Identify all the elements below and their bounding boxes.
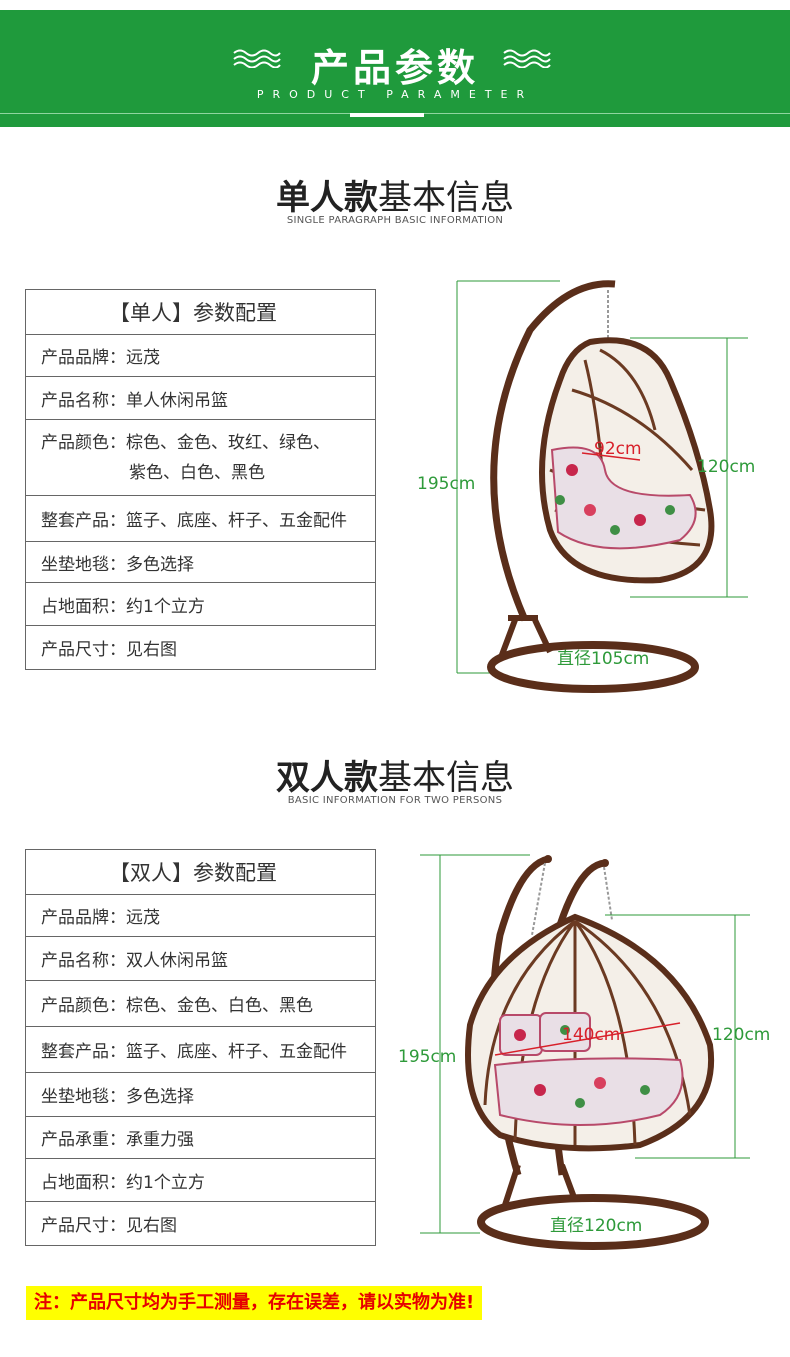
table-row: 产品名称：单人休闲吊篮 (25, 376, 376, 420)
table-header: 【双人】参数配置 (25, 849, 376, 895)
basket-height-label: 120cm (712, 1025, 770, 1045)
table-row: 产品承重：承重力强 (25, 1116, 376, 1159)
table-header: 【单人】参数配置 (25, 289, 376, 335)
header-banner: 产品参数 PRODUCT PARAMETER (0, 10, 790, 127)
double-section-subtitle: BASIC INFORMATION FOR TWO PERSONS (287, 795, 503, 806)
table-row: 产品品牌：远茂 (25, 894, 376, 937)
single-section-subtitle: SINGLE PARAGRAPH BASIC INFORMATION (286, 215, 504, 226)
height-label: 195cm (398, 1047, 456, 1067)
single-section-title: 单人款基本信息 (276, 178, 514, 218)
base-label: 直径105cm (557, 649, 649, 669)
table-row: 产品名称：双人休闲吊篮 (25, 936, 376, 981)
double-params-table: 【双人】参数配置 产品品牌：远茂 产品名称：双人休闲吊篮 产品颜色：棕色、金色、… (25, 849, 376, 1246)
double-section-title: 双人款基本信息 (276, 758, 514, 798)
table-row: 产品颜色：棕色、金色、玫红、绿色、紫色、白色、黑色 (25, 419, 376, 496)
measurement-note: 注：产品尺寸均为手工测量，存在误差，请以实物为准! (26, 1286, 483, 1320)
wave-icon (503, 49, 551, 68)
banner-title: 产品参数 (310, 46, 479, 90)
basket-height-label: 120cm (697, 457, 755, 477)
table-row: 产品品牌：远茂 (25, 334, 376, 377)
single-chair-illustration: 195cm 120cm 92cm 直径105cm (417, 280, 755, 693)
table-row: 占地面积：约1个立方 (25, 1158, 376, 1202)
double-chair-illustration: 195cm 120cm 140cm 直径120cm (398, 854, 770, 1250)
table-row: 坐垫地毯：多色选择 (25, 1072, 376, 1117)
base-label: 直径120cm (550, 1216, 642, 1236)
table-row: 产品尺寸：见右图 (25, 625, 376, 670)
width-label: 140cm (562, 1025, 620, 1045)
single-params-table: 【单人】参数配置 产品品牌：远茂 产品名称：单人休闲吊篮 产品颜色：棕色、金色、… (25, 289, 376, 670)
table-row: 产品颜色：棕色、金色、白色、黑色 (25, 980, 376, 1027)
height-label: 195cm (417, 474, 475, 494)
table-row: 占地面积：约1个立方 (25, 582, 376, 626)
table-row: 坐垫地毯：多色选择 (25, 541, 376, 583)
banner-subtitle: PRODUCT PARAMETER (256, 88, 534, 101)
table-row: 产品尺寸：见右图 (25, 1201, 376, 1246)
wave-icon (233, 49, 281, 68)
width-label: 92cm (594, 439, 642, 459)
table-row: 整套产品：篮子、底座、杆子、五金配件 (25, 1026, 376, 1073)
banner-accent-bar (350, 113, 424, 117)
table-row: 整套产品：篮子、底座、杆子、五金配件 (25, 495, 376, 542)
